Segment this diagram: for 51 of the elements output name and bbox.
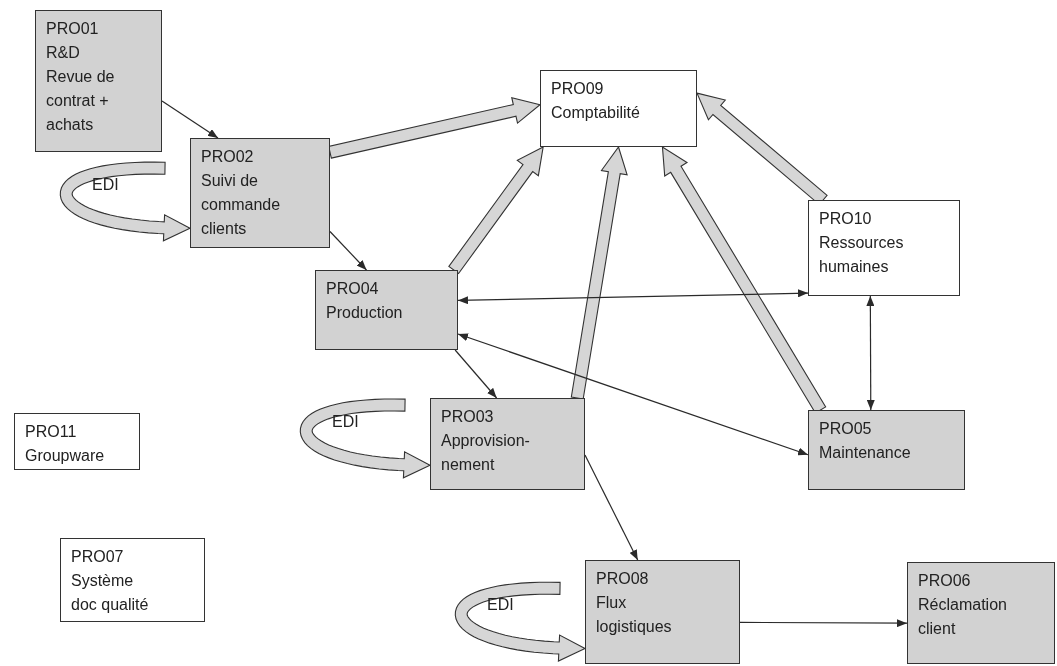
- process-name: Maintenance: [819, 443, 911, 463]
- process-box: [907, 562, 1055, 664]
- edge-label: EDI: [92, 176, 119, 195]
- edge-label: EDI: [332, 413, 359, 432]
- process-code: PRO07: [71, 547, 124, 567]
- process-name: Comptabilité: [551, 103, 640, 123]
- process-code: PRO04: [326, 279, 379, 299]
- process-name: R&D: [46, 43, 80, 63]
- arrow: [329, 230, 368, 271]
- process-box: [808, 200, 960, 296]
- edge-label: EDI: [487, 596, 514, 615]
- process-code: PRO11: [25, 422, 77, 442]
- arrow: [584, 454, 639, 561]
- process-name: Suivi de commande clients: [201, 171, 282, 239]
- block-arrow: [570, 145, 628, 400]
- process-box: [585, 560, 740, 664]
- arrow: [866, 295, 875, 411]
- process-box: [540, 70, 697, 147]
- process-name: Système doc qualité: [71, 571, 150, 615]
- process-code: PRO08: [596, 569, 649, 589]
- process-box: [60, 538, 205, 622]
- process-name: Production: [326, 303, 403, 323]
- process-code: PRO03: [441, 407, 494, 427]
- arrow: [457, 333, 809, 456]
- arrow: [457, 289, 809, 305]
- process-code: PRO06: [918, 571, 971, 591]
- process-name: Groupware: [25, 446, 105, 466]
- process-name: Flux logistiques: [596, 593, 673, 637]
- process-name: Réclamation client: [918, 595, 1008, 639]
- process-code: PRO10: [819, 209, 872, 229]
- block-arrow: [299, 398, 432, 479]
- block-arrow: [454, 581, 587, 662]
- process-box: [430, 398, 585, 490]
- process-name: Approvision-nement: [441, 431, 531, 475]
- block-arrow: [328, 97, 542, 159]
- arrow: [739, 619, 908, 628]
- process-box: [315, 270, 458, 350]
- process-code: PRO02: [201, 147, 254, 167]
- block-arrow: [448, 146, 544, 275]
- process-code: PRO01: [46, 19, 99, 39]
- process-code: PRO05: [819, 419, 872, 439]
- arrow: [161, 100, 219, 139]
- process-box: [808, 410, 965, 490]
- arrow: [454, 349, 498, 399]
- process-box: [14, 413, 140, 470]
- block-arrow: [59, 161, 192, 242]
- process-code: PRO09: [551, 79, 604, 99]
- process-box: [35, 10, 162, 152]
- process-box: [190, 138, 330, 248]
- process-name: Ressources humaines: [819, 233, 905, 277]
- process-name: Revue de contrat + achats: [46, 67, 116, 135]
